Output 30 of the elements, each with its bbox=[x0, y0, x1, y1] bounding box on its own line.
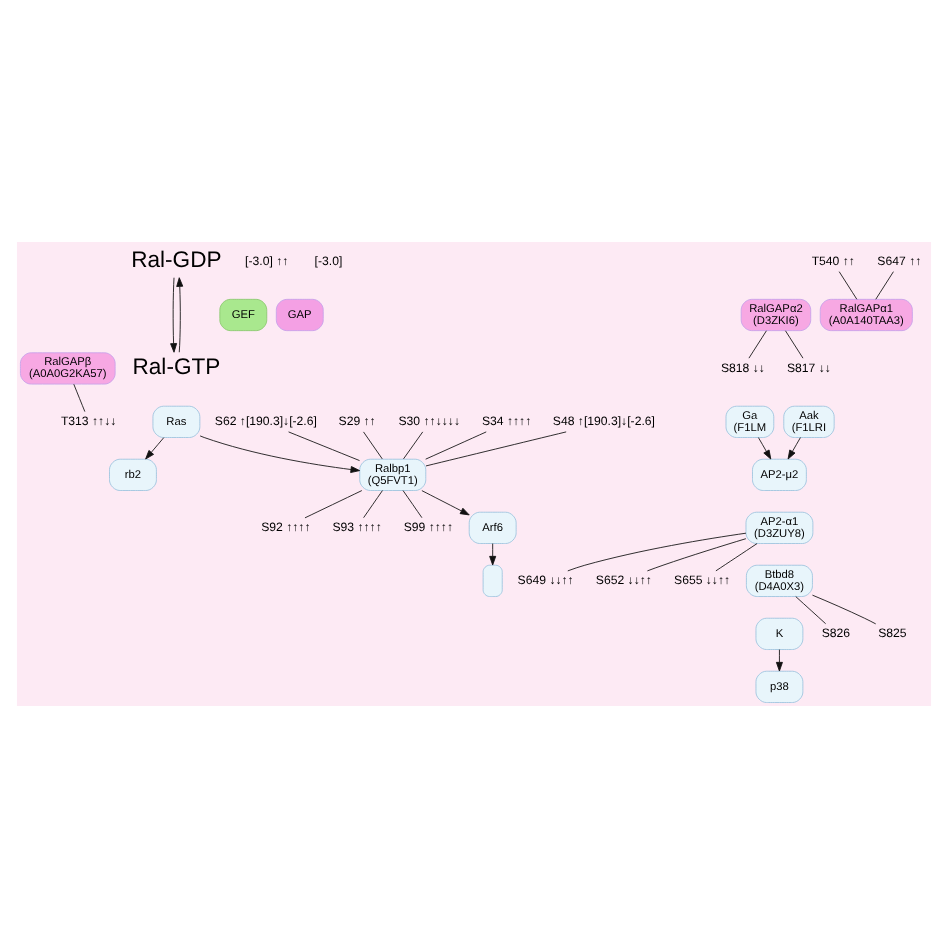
connector bbox=[288, 431, 360, 461]
connector bbox=[567, 532, 747, 572]
connector bbox=[425, 431, 567, 467]
arrow bbox=[489, 543, 497, 566]
connector bbox=[748, 330, 767, 359]
connector bbox=[403, 431, 424, 460]
connector bbox=[795, 596, 827, 625]
connector bbox=[875, 271, 894, 300]
connector bbox=[425, 431, 487, 460]
connector bbox=[646, 538, 747, 572]
node-box bbox=[482, 564, 503, 597]
arrow bbox=[176, 277, 184, 353]
node-text: Ral-GTP bbox=[132, 355, 221, 380]
arrow bbox=[170, 277, 178, 353]
arrow bbox=[758, 437, 772, 460]
arrow bbox=[775, 649, 783, 672]
connector bbox=[812, 594, 877, 625]
connector bbox=[363, 431, 383, 460]
connector bbox=[715, 543, 758, 572]
node-text: Ral-GDP bbox=[131, 249, 222, 274]
connector bbox=[363, 490, 383, 519]
arrow bbox=[787, 437, 801, 460]
arrow bbox=[145, 437, 165, 460]
connector bbox=[73, 383, 86, 413]
connector bbox=[402, 490, 423, 519]
connector bbox=[838, 271, 858, 300]
arrow bbox=[199, 435, 361, 473]
connector bbox=[785, 330, 804, 359]
arrow bbox=[421, 490, 470, 516]
connector bbox=[304, 490, 363, 519]
